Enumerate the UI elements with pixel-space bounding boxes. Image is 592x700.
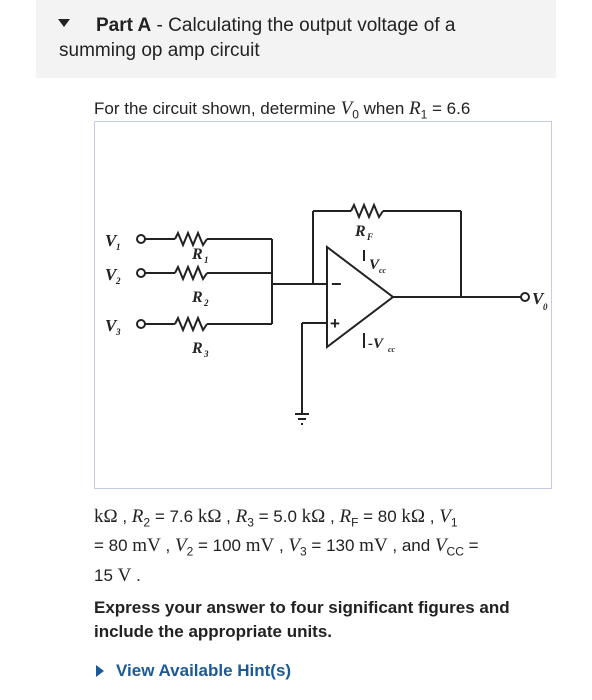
v1-unit: mV <box>132 535 161 557</box>
inverting-sign: − <box>331 274 342 294</box>
given-values: kΩ , R2 = 7.6 kΩ , R3 = 5.0 kΩ , RF = 80… <box>94 506 479 586</box>
r2-resistor <box>174 264 208 282</box>
vo-sub: 0 <box>543 302 548 312</box>
r2-unit: kΩ <box>197 506 222 527</box>
r3-sub: 3 <box>203 349 209 359</box>
circuit-figure: − + V 1 V 2 V 3 R 1 R 2 R 3 R F V cc -V … <box>94 121 552 489</box>
v3-terminal <box>136 319 146 329</box>
answer-instructions: Express your answer to four significant … <box>94 598 510 641</box>
v1-terminal <box>136 234 146 244</box>
rf-label: R <box>354 223 366 240</box>
expand-caret-icon[interactable] <box>96 665 104 677</box>
r3-resistor <box>174 315 208 333</box>
v2-sub: 2 <box>186 544 194 559</box>
v2-label: V <box>105 265 118 284</box>
v2-unit: mV <box>245 535 275 557</box>
r1-resistor <box>174 230 208 248</box>
question-prompt: For the circuit shown, determine V0 when… <box>94 98 470 121</box>
ground-icon <box>295 413 309 425</box>
r2-label: R <box>191 289 203 306</box>
noninverting-sign: + <box>330 314 340 333</box>
part-separator: - <box>151 15 169 36</box>
prompt-when: when <box>358 99 409 118</box>
v1-value: = 80 <box>94 536 133 556</box>
v3-sub: 3 <box>300 544 307 559</box>
v1-label: V <box>105 231 118 250</box>
vcc-sub: CC <box>446 544 464 559</box>
r3-label: R <box>191 340 203 357</box>
period: . <box>131 565 141 585</box>
r3-value: = 5.0 <box>253 507 302 526</box>
summing-amplifier-diagram: − + V 1 V 2 V 3 R 1 R 2 R 3 R F V cc -V … <box>105 202 548 425</box>
vcc-equals: = <box>463 536 479 556</box>
v1-sub: 1 <box>450 515 458 530</box>
r2-value: = 7.6 <box>150 507 198 526</box>
r3-symbol: R <box>235 506 248 527</box>
v3-sub: 3 <box>115 327 121 337</box>
hint-label[interactable]: View Available Hint(s) <box>116 661 292 680</box>
rf-unit: kΩ <box>401 506 426 527</box>
v2-sub: 2 <box>115 276 121 286</box>
r2-symbol: R <box>131 506 144 527</box>
prompt-vo-sub: 0 <box>352 107 359 122</box>
part-label: Part A <box>96 15 152 36</box>
r2-sub: 2 <box>143 515 151 530</box>
vcc-negative-sub: cc <box>388 345 396 354</box>
prompt-r1-symbol: R <box>409 98 421 119</box>
part-header[interactable] <box>36 0 556 78</box>
vcc-negative-label: -V <box>368 336 385 352</box>
vcc-symbol: V <box>434 535 447 557</box>
vcc-positive-label: V <box>369 257 381 273</box>
v3-label: V <box>105 316 118 335</box>
v1-symbol: V <box>439 506 451 527</box>
prompt-r1-value: = 6.6 <box>427 99 471 118</box>
rf-symbol: R <box>339 506 352 527</box>
r3-sub: 3 <box>247 515 254 530</box>
vo-label: V <box>532 289 545 308</box>
vcc-positive-sub: cc <box>379 266 387 275</box>
vcc-unit: V <box>117 564 132 586</box>
and-connector: , and <box>387 536 435 556</box>
prompt-r1-sub: 1 <box>420 107 428 122</box>
v3-symbol: V <box>288 535 301 557</box>
vcc-value: 15 <box>94 565 118 585</box>
part-title: Part A - Calculating the output voltage … <box>59 13 519 63</box>
v3-value: = 130 <box>306 536 360 556</box>
view-hints-link[interactable]: View Available Hint(s) <box>96 661 291 681</box>
v2-terminal <box>136 268 146 278</box>
r2-sub: 2 <box>203 298 209 308</box>
rf-resistor <box>350 202 384 220</box>
r3-unit: kΩ <box>301 506 326 527</box>
collapse-caret-icon[interactable] <box>58 19 70 27</box>
prompt-vo-symbol: V <box>340 98 353 119</box>
r1-unit: kΩ <box>94 506 118 527</box>
rf-sub: F <box>351 515 359 530</box>
op-amp-triangle <box>326 244 395 350</box>
prompt-text: For the circuit shown, determine <box>94 99 341 118</box>
part-title-text: Calculating the output voltage of a summ… <box>59 15 456 61</box>
v2-symbol: V <box>174 535 187 557</box>
v1-sub: 1 <box>116 242 121 252</box>
r1-label: R <box>191 246 203 263</box>
rf-value: = 80 <box>358 507 402 526</box>
rf-sub: F <box>366 232 373 242</box>
v3-unit: mV <box>359 535 388 557</box>
v2-value: = 100 <box>193 536 246 556</box>
vo-terminal <box>520 292 530 302</box>
r1-sub: 1 <box>204 255 209 265</box>
